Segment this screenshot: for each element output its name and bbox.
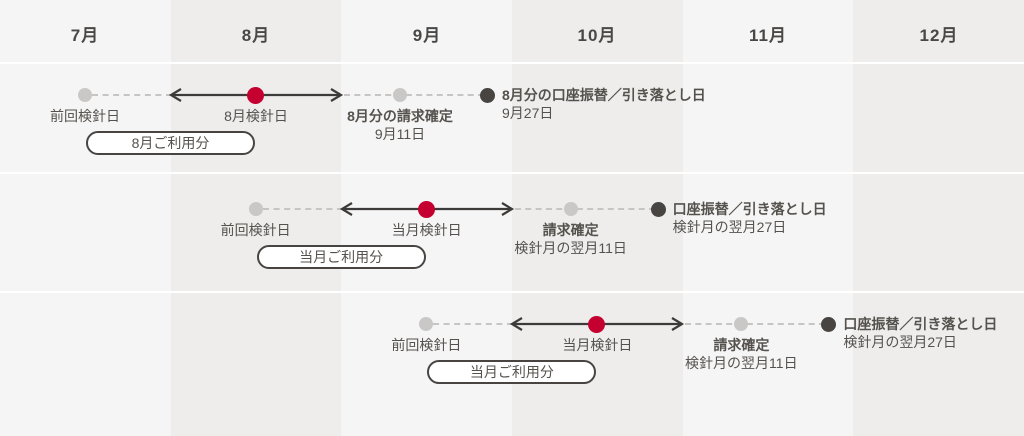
- billing-confirm-line1: 請求確定: [713, 337, 770, 353]
- billing-confirm-dot: [393, 88, 407, 102]
- debit-day-label: 8月分の口座振替／引き落とし日 9月27日: [502, 86, 706, 122]
- month-header-december: 12月: [919, 26, 959, 45]
- reading-day-dot: [588, 316, 606, 333]
- month-header-july: 7月: [70, 26, 100, 45]
- reading-day-label: 当月検針日: [391, 222, 462, 238]
- debit-day-line1: 口座振替／引き落とし日: [672, 201, 827, 217]
- billing-confirm-label: 請求確定 検針月の翌月11日: [481, 221, 661, 257]
- dashed-line: [514, 208, 655, 210]
- reading-day-dot: [417, 201, 435, 218]
- prev-reading-dot: [419, 317, 434, 331]
- usage-period-pill: 当月ご利用分: [256, 245, 426, 269]
- prev-reading-label: 前回検針日: [220, 222, 291, 238]
- debit-day-line2: 9月27日: [502, 105, 554, 121]
- billing-confirm-line2: 検針月の翌月11日: [514, 240, 627, 256]
- month-header-october: 10月: [577, 26, 617, 45]
- reading-day-dot: [247, 87, 264, 104]
- billing-confirm-line2: 9月11日: [374, 126, 426, 142]
- divider-line: [0, 172, 1024, 174]
- debit-day-dot: [650, 202, 666, 217]
- billing-confirm-line1: 8月分の請求確定: [347, 108, 453, 124]
- billing-confirm-dot: [734, 317, 749, 331]
- month-header-september: 9月: [412, 26, 442, 45]
- dashed-line: [344, 94, 484, 96]
- column-stripe-august: [170, 0, 342, 436]
- reading-day-label: 8月検針日: [224, 108, 288, 124]
- prev-reading-label: 前回検針日: [50, 108, 120, 124]
- billing-confirm-dot: [563, 202, 578, 216]
- dashed-line: [433, 323, 514, 325]
- usage-period-pill: 8月ご利用分: [86, 131, 255, 155]
- billing-confirm-label: 請求確定 検針月の翌月11日: [651, 336, 831, 372]
- dashed-line: [262, 208, 343, 210]
- debit-day-line2: 検針月の翌月27日: [672, 219, 787, 235]
- prev-reading-dot: [248, 202, 263, 216]
- debit-day-dot: [821, 317, 837, 332]
- usage-period-pill: 当月ご利用分: [427, 360, 597, 384]
- dashed-line: [92, 94, 172, 96]
- reading-day-label: 当月検針日: [562, 337, 633, 353]
- month-header-august: 8月: [241, 26, 271, 45]
- divider-line: [0, 291, 1024, 293]
- debit-day-dot: [480, 88, 495, 103]
- debit-day-line2: 検針月の翌月27日: [843, 334, 957, 350]
- dashed-line: [685, 323, 826, 325]
- debit-day-label: 口座振替／引き落とし日 検針月の翌月27日: [673, 200, 827, 236]
- billing-confirm-line2: 検針月の翌月11日: [685, 355, 798, 371]
- debit-day-line1: 口座振替／引き落とし日: [843, 316, 998, 332]
- billing-confirm-line1: 請求確定: [542, 222, 599, 238]
- prev-reading-label: 前回検針日: [391, 337, 462, 353]
- divider-line: [0, 62, 1024, 64]
- column-stripe-december: [853, 0, 1024, 436]
- debit-day-line1: 8月分の口座振替／引き落とし日: [502, 87, 706, 103]
- debit-day-label: 口座振替／引き落とし日 検針月の翌月27日: [843, 315, 997, 351]
- billing-confirm-label: 8月分の請求確定 9月11日: [310, 107, 490, 143]
- prev-reading-dot: [78, 88, 92, 102]
- month-header-november: 11月: [749, 26, 787, 45]
